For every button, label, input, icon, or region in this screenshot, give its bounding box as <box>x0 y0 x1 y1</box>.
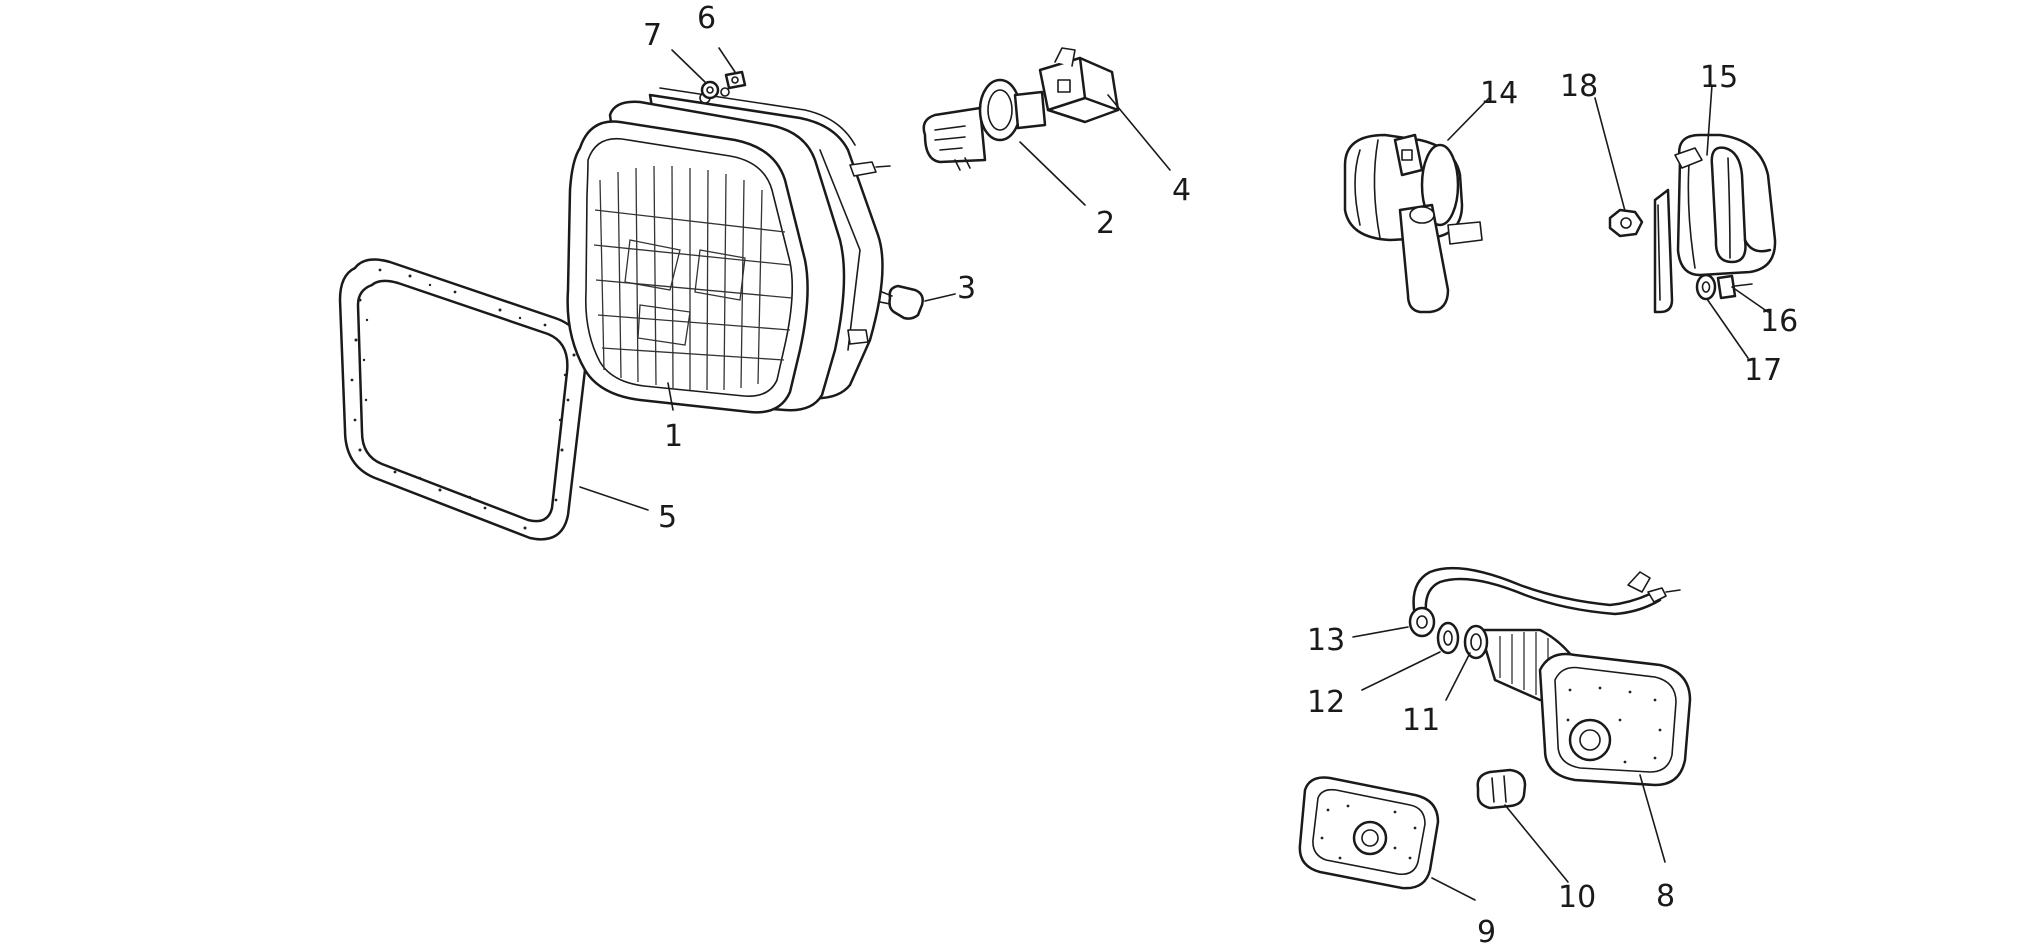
headlight-bulb-part <box>922 78 1047 171</box>
callout-14: 14 <box>1480 76 1518 111</box>
callout-3: 3 <box>957 271 976 306</box>
horn-part <box>1343 133 1483 314</box>
turn-signal-bulb-part <box>1476 768 1527 810</box>
callout-1: 1 <box>664 419 683 454</box>
bulb-socket-part <box>1038 47 1120 124</box>
callout-7: 7 <box>643 18 662 53</box>
callout-15: 15 <box>1700 60 1738 95</box>
reflector-texture <box>1320 804 1417 860</box>
screw-part <box>724 70 747 90</box>
callout-2: 2 <box>1096 206 1115 241</box>
callout-10: 10 <box>1558 880 1596 915</box>
callout-13: 13 <box>1307 623 1345 658</box>
parking-bulb-part <box>879 284 924 320</box>
lens-pattern <box>593 165 793 391</box>
callout-17: 17 <box>1744 353 1782 388</box>
grommet-part <box>1463 624 1489 660</box>
reflector-lens-part <box>1298 776 1440 890</box>
callout-9: 9 <box>1477 915 1496 943</box>
callout-16: 16 <box>1760 304 1798 339</box>
horn-nut-part <box>1608 208 1644 238</box>
turn-signal-part <box>1412 566 1692 787</box>
horn-bolt-part <box>1716 274 1753 300</box>
callout-8: 8 <box>1656 879 1675 914</box>
headlight-unit-part <box>566 87 891 414</box>
headlight-gasket-part <box>338 258 587 541</box>
callout-18: 18 <box>1560 69 1598 104</box>
nut-part <box>700 80 720 100</box>
callout-labels: 1 2 3 4 5 6 7 8 9 10 11 12 13 14 15 16 1… <box>643 1 1798 943</box>
gasket-texture <box>350 268 576 530</box>
cap-part <box>1408 606 1436 638</box>
horn-washer-part <box>1695 273 1717 301</box>
callout-11: 11 <box>1402 703 1440 738</box>
leader-lines <box>579 47 1769 901</box>
callout-12: 12 <box>1307 685 1345 720</box>
callout-4: 4 <box>1172 173 1191 208</box>
second-horn-part <box>1653 133 1777 314</box>
spacer-part <box>1436 621 1460 655</box>
turn-signal-texture <box>1566 686 1662 764</box>
callout-6: 6 <box>697 1 716 36</box>
callout-5: 5 <box>658 500 677 535</box>
